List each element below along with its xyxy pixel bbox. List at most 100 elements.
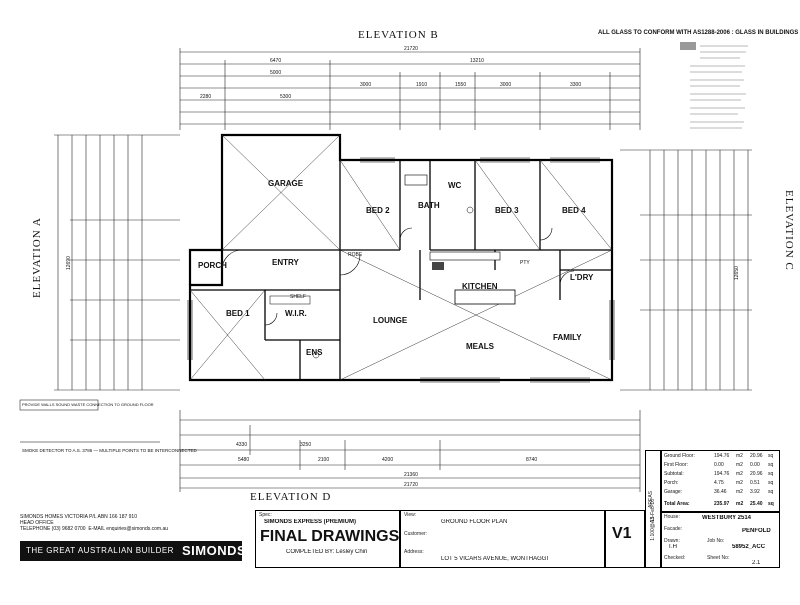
room-meals: MEALS [466,342,495,351]
room-lounge: LOUNGE [373,316,408,325]
room-bed3: BED 3 [495,206,519,215]
smoke-note: SMOKE DETECTOR TO A.S. 3786 — MULTIPLE P… [22,448,198,453]
elevation-b-label: ELEVATION B [358,29,439,41]
area-squ: sq [768,462,774,468]
company-telephone-email: TELEPHONE (03) 9682 0700 E-MAIL enquirie… [20,526,245,532]
areas-table: Ground Floor: 194.76 m2 20.96 sq First F… [661,450,780,512]
room-garage: GARAGE [268,179,304,188]
room-bed4: BED 4 [562,206,586,215]
view-label: View: [404,512,417,518]
door-swings [221,227,575,326]
area-m2: 194.76 [714,453,730,459]
bottom-dimension-lines [179,410,641,492]
company-head-office: HEAD OFFICE [20,520,54,526]
elevation-d-label: ELEVATION D [250,491,331,503]
wc-fixture [466,206,474,214]
left-dimension-lines [54,134,180,391]
room-bed2: BED 2 [366,206,390,215]
house-label: House: [664,514,680,520]
exterior-walls [188,133,614,382]
area-unit: m2 [736,462,743,468]
room-robe: ROBE [348,252,363,258]
area-label: First Floor: [664,462,688,468]
area-sq: 0.51 [750,480,760,486]
room-pty: PTY [520,260,530,266]
version-block: V1 [605,510,645,568]
area-label: Ground Floor: [664,453,695,459]
brand-logo: SIMONDS [182,543,247,558]
area-unit: m2 [736,471,743,477]
dim-top-6470: 6470 [270,58,281,64]
brand-tagline: THE GREAT AUSTRALIAN BUILDER [26,546,174,555]
area-row: Total Area: 235.97 m2 25.40 sq [664,501,779,507]
room-wc: WC [448,181,462,190]
facade-value: PENFOLD [742,528,771,534]
house-value: WESTBURY 2514 [702,515,752,521]
dim-top-13210: 13210 [470,58,484,64]
dim-bot-overall: 21720 [404,482,418,488]
area-label: Porch: [664,480,679,486]
room-wir: W.I.R. [285,309,307,318]
area-squ: sq [768,471,774,477]
dim-bot-4330: 4330 [236,442,247,448]
company-telephone: TELEPHONE (03) 9682 0700 [20,526,86,532]
area-m2: 0.00 [714,462,724,468]
customer-label: Customer: [404,531,428,537]
drawn-label: Drawn: [664,538,680,544]
house-block: House: WESTBURY 2514 Facade: PENFOLD Dra… [661,512,780,568]
company-email: E-MAIL enquiries@simonds.com.au [88,526,169,532]
bathtub [404,174,428,186]
legend-notes [690,45,748,129]
cooktop [432,262,444,270]
room-kitchen: KITCHEN [462,282,498,291]
dim-top-2280: 2280 [200,94,211,100]
company-info: SIMONDS HOMES VICTORIA P/L ABN 166 187 9… [20,514,245,540]
area-m2: 36.46 [714,489,727,495]
job-label: Job No: [707,538,725,544]
elevation-a-label: ELEVATION A [31,217,43,298]
room-porch: PORCH [198,261,227,270]
drawn-value: T.H [668,544,677,550]
spec-value: SIMONDS EXPRESS (PREMIUM) [264,519,357,525]
job-value: 58952_ACC [732,544,766,550]
area-squ: sq [768,480,774,486]
area-label: Subtotal: [664,471,684,477]
dim-bot-4200: 4200 [382,457,393,463]
dim-top-1550: 1550 [455,82,466,88]
area-m2: 194.76 [714,471,730,477]
area-unit: m2 [736,453,743,459]
dim-top-5300: 5300 [280,94,291,100]
wir-shelf [269,295,311,305]
area-squ: sq [768,501,774,507]
sheet-value: 2.1 [752,560,761,566]
final-drawings: FINAL DRAWINGS [260,528,400,545]
spec-label: Spec: [259,512,272,518]
company-line1: SIMONDS HOMES VICTORIA P/L ABN 166 187 9… [20,514,137,520]
right-dimension-lines [620,149,752,391]
dim-top-overall: 21720 [404,46,418,52]
area-sq: 0.00 [750,462,760,468]
windows [187,157,615,383]
sheet-label: Sheet No: [707,555,730,561]
top-dimension-lines [179,48,641,130]
area-unit: m2 [736,501,744,507]
area-unit: m2 [736,480,743,486]
room-ldry: L'DRY [570,273,594,282]
room-entry: ENTRY [272,258,299,267]
dim-bot-5480: 5480 [238,457,249,463]
dim-top-3000b: 3000 [500,82,511,88]
completed-by: COMPLETED BY: Lesley Chin [286,549,368,555]
area-sq: 20.96 [750,453,763,459]
garage-diagonals [189,134,613,381]
glass-note: ALL GLASS TO CONFORM WITH AS1288-2006 : … [598,30,798,36]
address-value: LOT 5 VICARS AVENUE, WONTHAGGI [441,556,549,562]
room-shelf: SHELF [290,294,306,300]
room-family: FAMILY [553,333,582,342]
room-bath: BATH [418,201,440,210]
scale-date-strip: AREAS 1:100@A3 15-Feb-16 [645,450,661,568]
dim-bot-3250: 3250 [300,442,311,448]
area-label: Total Area: [664,501,690,507]
area-squ: sq [768,489,774,495]
